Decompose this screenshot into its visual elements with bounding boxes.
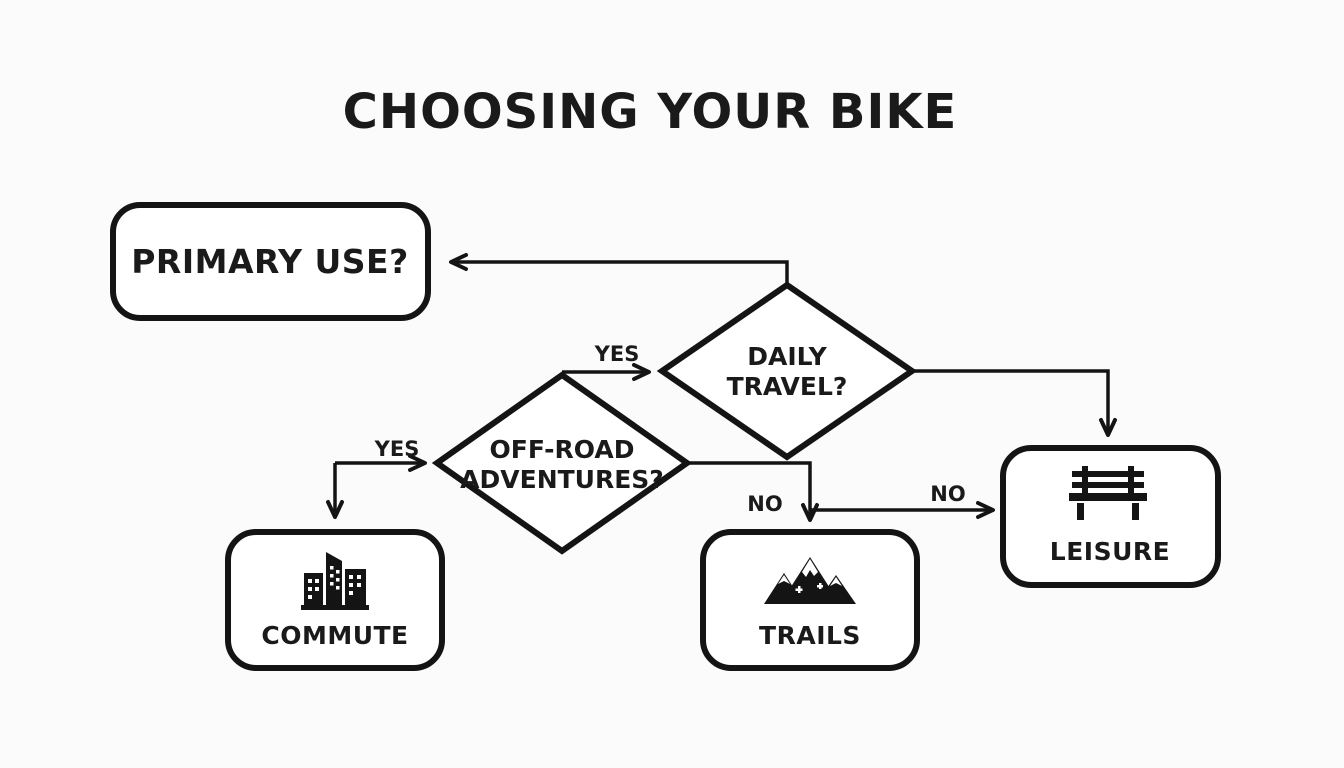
daily-travel-label-line2: TRAVEL? [727,372,848,401]
edge-daily-travel-to-leisure [912,369,1117,437]
edge-daily-travel-to-primary-use [449,253,789,285]
park-bench-icon [1069,466,1147,520]
diagram-title: CHOOSING YOUR BIKE [343,84,958,140]
node-off-road: OFF-ROAD ADVENTURES? [431,371,693,555]
daily-travel-label-line1: DAILY [747,342,827,371]
primary-use-label: PRIMARY USE? [131,242,409,281]
edge-label-yes-daily-travel: YES [594,342,640,366]
commute-label: COMMUTE [261,621,408,650]
edge-label-no-leisure: NO [930,482,965,506]
city-buildings-icon [301,552,369,610]
edge-offroad-no-to-trails [687,461,819,522]
edge-label-no-trails: NO [747,492,782,516]
node-commute: COMMUTE [225,529,445,671]
node-trails: TRAILS [700,529,920,671]
mountains-icon [764,557,856,604]
off-road-label-line2: ADVENTURES? [460,465,664,494]
node-leisure: LEISURE [1000,445,1221,588]
trails-label: TRAILS [759,621,861,650]
node-primary-use: PRIMARY USE? [110,202,431,321]
off-road-label-line1: OFF-ROAD [490,435,635,464]
node-daily-travel: DAILY TRAVEL? [656,281,918,461]
leisure-label: LEISURE [1050,537,1170,566]
edge-label-yes-commute: YES [374,437,420,461]
